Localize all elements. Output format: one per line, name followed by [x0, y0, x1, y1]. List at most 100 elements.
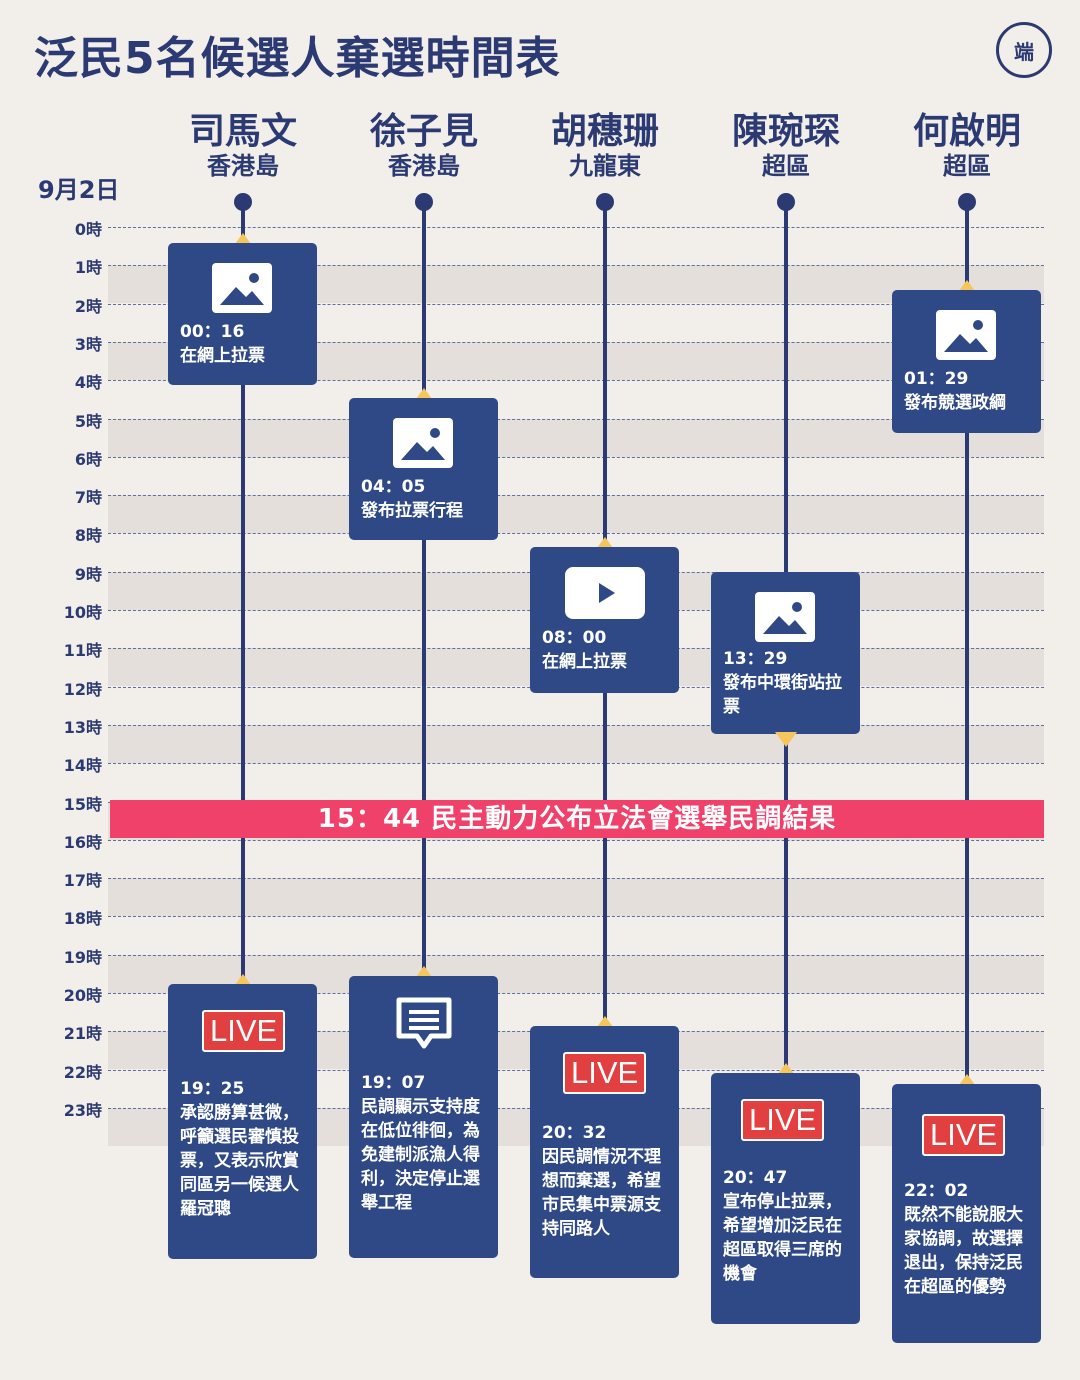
- hour-band: [108, 418, 1044, 457]
- hour-label: 2時: [74, 296, 102, 316]
- event-time: 20：32: [542, 1123, 607, 1143]
- hour-line: [108, 265, 1044, 267]
- timeline-start-dot: [415, 193, 433, 211]
- image-icon: [393, 418, 453, 468]
- hour-line: [108, 993, 1044, 994]
- candidate-header: 何啟明 超區: [877, 111, 1057, 181]
- event-description: 發布拉票行程: [361, 501, 463, 521]
- event-time: 22：02: [904, 1181, 969, 1201]
- candidate-district: 九龍東: [569, 152, 641, 180]
- hour-label: 21時: [63, 1024, 102, 1044]
- hour-label: 11時: [63, 641, 102, 661]
- hour-line: [108, 763, 1044, 765]
- page-title: 泛民5名候選人棄選時間表: [34, 33, 561, 84]
- candidate-header: 胡穗珊 九龍東: [515, 111, 695, 181]
- hour-label: 14時: [63, 756, 102, 776]
- event-card: LIVE 22：02 既然不能說服大家協調，故選擇退出，保持泛民在超區的優勢: [892, 1084, 1041, 1343]
- image-icon: [755, 592, 815, 642]
- hour-band: [108, 495, 1044, 534]
- hour-line: [108, 418, 1044, 420]
- event-time: 19：25: [180, 1079, 245, 1099]
- timeline-line: [241, 202, 245, 1252]
- event-card: LIVE 20：32 因民調情況不理想而棄選，希望市民集中票源支持同路人: [530, 1026, 679, 1278]
- hour-line: [108, 380, 1044, 382]
- hour-label: 5時: [74, 411, 102, 431]
- hour-line: [108, 456, 1044, 458]
- hour-label: 15時: [63, 794, 102, 814]
- event-card: 04：05 發布拉票行程: [349, 398, 498, 540]
- event-time: 01：29: [904, 369, 969, 389]
- candidate-header: 陳琬琛 超區: [696, 112, 876, 181]
- event-time: 08：00: [542, 628, 607, 648]
- event-description: 承認勝算甚微，呼籲選民審慎投票，又表示欣賞同區另一候選人羅冠聰: [180, 1103, 299, 1219]
- event-description: 在網上拉票: [180, 346, 265, 366]
- live-badge: LIVE: [563, 1052, 647, 1094]
- event-time: 19：07: [361, 1073, 426, 1093]
- event-description: 既然不能說服大家協調，故選擇退出，保持泛民在超區的優勢: [904, 1205, 1023, 1297]
- hour-label: 9時: [74, 564, 102, 584]
- hour-label: 16時: [63, 832, 102, 852]
- event-time: 00：16: [180, 322, 245, 342]
- hour-label: 10時: [63, 603, 102, 622]
- candidate-district: 超區: [762, 152, 810, 180]
- event-time: 20：47: [723, 1168, 788, 1188]
- hour-line: [108, 533, 1044, 535]
- live-badge: LIVE: [922, 1114, 1006, 1156]
- timeline-start-dot: [596, 193, 614, 211]
- candidate-header: 徐子見 香港島: [334, 111, 514, 181]
- hour-label: 8時: [74, 526, 102, 546]
- hour-label: 22時: [63, 1062, 102, 1082]
- hour-label: 4時: [74, 373, 102, 393]
- hour-label: 6時: [74, 449, 102, 469]
- event-description: 民調顯示支持度在低位徘徊，為免建制派漁人得利，決定停止選舉工程: [361, 1097, 480, 1213]
- candidate-name: 胡穗珊: [550, 111, 659, 152]
- hour-label: 19時: [63, 947, 102, 967]
- hour-label: 3時: [74, 334, 102, 354]
- logo: 端: [996, 22, 1052, 78]
- logo-text: 端: [1014, 39, 1034, 64]
- hour-label: 17時: [63, 871, 102, 891]
- timeline-line: [603, 202, 607, 1262]
- candidate-district: 香港島: [207, 152, 279, 180]
- event-time: 13：29: [723, 649, 788, 669]
- timeline-line: [422, 202, 426, 1222]
- date-label: 9月2日: [38, 176, 120, 204]
- hour-label: 0時: [74, 220, 102, 239]
- event-description: 發布競選政綱: [904, 393, 1006, 413]
- event-card: 08：00 在網上拉票: [530, 547, 679, 693]
- event-card: 00：16 在網上拉票: [168, 243, 317, 385]
- candidate-name: 徐子見: [369, 111, 478, 152]
- event-description: 宣布停止拉票，希望增加泛民在超區取得三席的機會: [723, 1192, 842, 1284]
- video-play-icon: [565, 567, 645, 619]
- hour-band: [108, 878, 1044, 917]
- candidate-header: 司馬文 香港島: [153, 111, 333, 181]
- event-card: LIVE 20：47 宣布停止拉票，希望增加泛民在超區取得三席的機會: [711, 1073, 860, 1324]
- hour-label: 7時: [74, 488, 102, 508]
- candidate-name: 司馬文: [188, 111, 297, 152]
- image-icon: [212, 263, 272, 313]
- hour-label: 12時: [63, 679, 102, 699]
- candidate-district: 香港島: [388, 152, 460, 180]
- timeline-line: [784, 202, 788, 1302]
- candidate-district: 超區: [943, 152, 991, 180]
- live-badge: LIVE: [202, 1010, 286, 1052]
- event-description: 發布中環街站拉票: [723, 673, 842, 717]
- hour-label: 1時: [74, 258, 102, 278]
- hour-label: 23時: [63, 1100, 102, 1120]
- event-card: 01：29 發布競選政綱: [892, 290, 1041, 433]
- image-icon: [936, 310, 996, 360]
- message-icon: [393, 994, 455, 1060]
- hour-line: [108, 341, 1044, 343]
- event-card: 13：29 發布中環街站拉票: [711, 572, 860, 734]
- poll-result-banner: 15：44 民主動力公布立法會選舉民調結果: [110, 800, 1044, 838]
- hour-band: [108, 724, 1044, 763]
- hour-line: [108, 916, 1044, 918]
- hour-line: [108, 303, 1044, 305]
- event-card: 19：07 民調顯示支持度在低位徘徊，為免建制派漁人得利，決定停止選舉工程: [349, 976, 498, 1258]
- time-marker: [775, 732, 797, 747]
- timeline-line: [965, 202, 969, 1312]
- hour-line: [108, 954, 1044, 956]
- live-badge: LIVE: [741, 1099, 825, 1141]
- candidate-name: 何啟明: [912, 111, 1021, 152]
- event-time: 04：05: [361, 477, 426, 497]
